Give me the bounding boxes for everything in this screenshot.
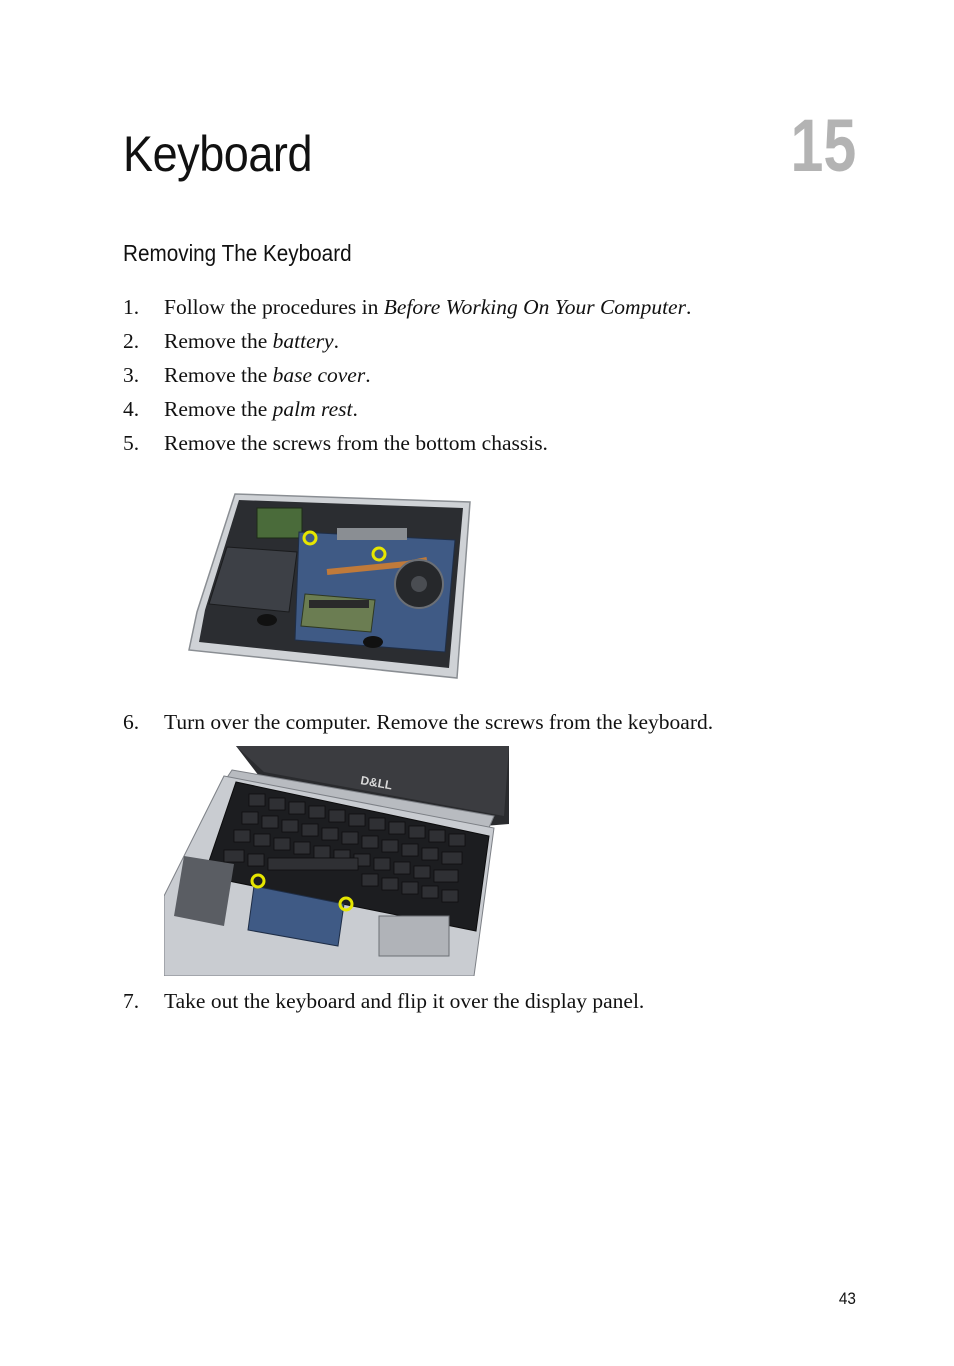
step-text: Follow the procedures in bbox=[164, 295, 384, 319]
step-link-text: Before Working On Your Computer bbox=[383, 295, 686, 319]
step-number: 4. bbox=[123, 397, 140, 421]
step-5: 5. Remove the screws from the bottom chas… bbox=[123, 429, 548, 457]
screw-marker bbox=[338, 896, 354, 912]
screw-marker bbox=[302, 530, 318, 546]
screw-marker bbox=[371, 546, 387, 562]
screw-marker bbox=[250, 873, 266, 889]
step-1: 1. Follow the procedures in Before Workin… bbox=[123, 293, 691, 321]
page-number: 43 bbox=[838, 1289, 856, 1308]
step-link-text: palm rest bbox=[272, 397, 353, 421]
step-number: 3. bbox=[123, 363, 140, 387]
step-text: Take out the keyboard and flip it over t… bbox=[164, 989, 645, 1013]
step-text-end: . bbox=[365, 363, 371, 387]
step-text: Remove the screws from the bottom chassi… bbox=[164, 431, 548, 455]
step-4: 4. Remove the palm rest. bbox=[123, 395, 358, 423]
step-link-text: battery bbox=[272, 329, 334, 353]
step-6: 6. Turn over the computer. Remove the scr… bbox=[123, 708, 713, 736]
step-text: Turn over the computer. Remove the screw… bbox=[164, 710, 714, 734]
dell-logo: D&LL bbox=[359, 773, 393, 792]
step-number: 2. bbox=[123, 329, 140, 353]
step-7: 7. Take out the keyboard and flip it over… bbox=[123, 987, 644, 1015]
step-text-end: . bbox=[685, 295, 692, 319]
step-number: 1. bbox=[123, 295, 140, 319]
step-text: Remove the bbox=[164, 363, 273, 387]
step-text-end: . bbox=[333, 329, 339, 353]
chapter-title: Keyboard bbox=[123, 126, 313, 182]
step-text: Remove the bbox=[164, 397, 273, 421]
step-number: 5. bbox=[123, 431, 140, 455]
bottom-chassis-photo bbox=[187, 492, 474, 682]
chapter-number: 15 bbox=[790, 104, 856, 187]
step-text-end: . bbox=[352, 397, 358, 421]
step-number: 6. bbox=[123, 710, 140, 734]
step-3: 3. Remove the base cover. bbox=[123, 361, 371, 389]
step-number: 7. bbox=[123, 989, 140, 1013]
keyboard-photo: D&LL bbox=[164, 746, 509, 976]
step-link-text: base cover bbox=[272, 363, 366, 387]
section-heading: Removing The Keyboard bbox=[123, 240, 352, 266]
step-text: Remove the bbox=[164, 329, 273, 353]
step-2: 2. Remove the battery. bbox=[123, 327, 339, 355]
